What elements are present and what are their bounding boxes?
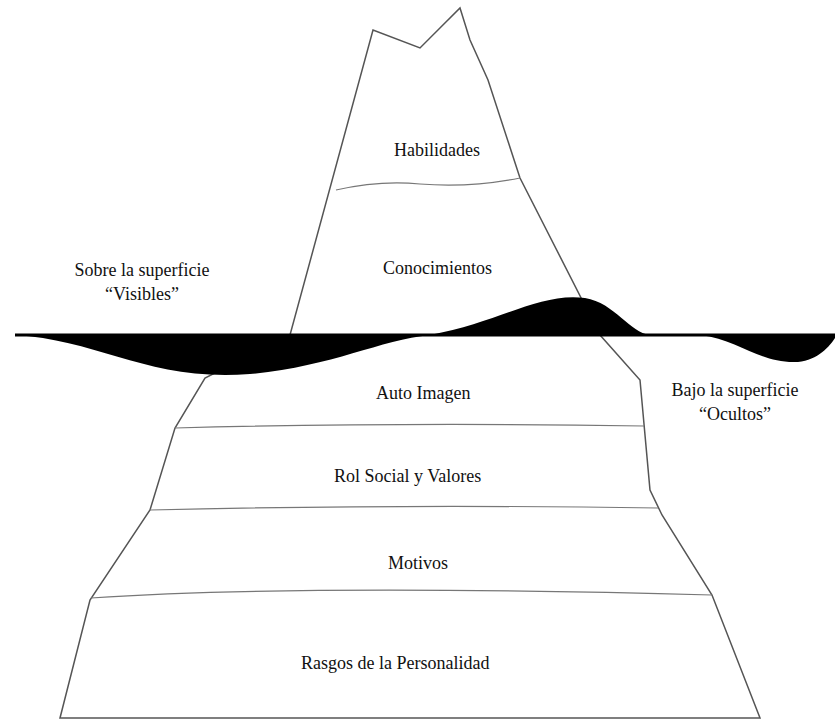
- band-label: Rasgos de la Personalidad: [301, 652, 489, 674]
- water-wave: [430, 297, 650, 335]
- band-divider: [91, 590, 712, 598]
- water-wave: [15, 335, 430, 375]
- band-label: Motivos: [388, 552, 448, 574]
- band-label: Auto Imagen: [376, 382, 470, 404]
- iceberg-band: Motivos: [382, 550, 454, 576]
- band-divider: [175, 424, 644, 428]
- water-wave: [700, 335, 835, 362]
- iceberg-band: Auto Imagen: [370, 380, 476, 406]
- iceberg-band: Conocimientos: [377, 255, 498, 281]
- iceberg-band: Habilidades: [388, 137, 486, 163]
- band-label: Conocimientos: [383, 257, 492, 279]
- band-label: Rol Social y Valores: [334, 465, 481, 487]
- surface-label: Sobre la superficie “Visibles”: [52, 258, 232, 306]
- iceberg-band: Rasgos de la Personalidad: [295, 650, 495, 676]
- band-label: Habilidades: [394, 139, 480, 161]
- band-divider: [150, 506, 658, 510]
- iceberg-band: Rol Social y Valores: [328, 463, 487, 489]
- band-divider: [336, 178, 520, 190]
- surface-label: Bajo la superficie “Ocultos”: [645, 378, 825, 426]
